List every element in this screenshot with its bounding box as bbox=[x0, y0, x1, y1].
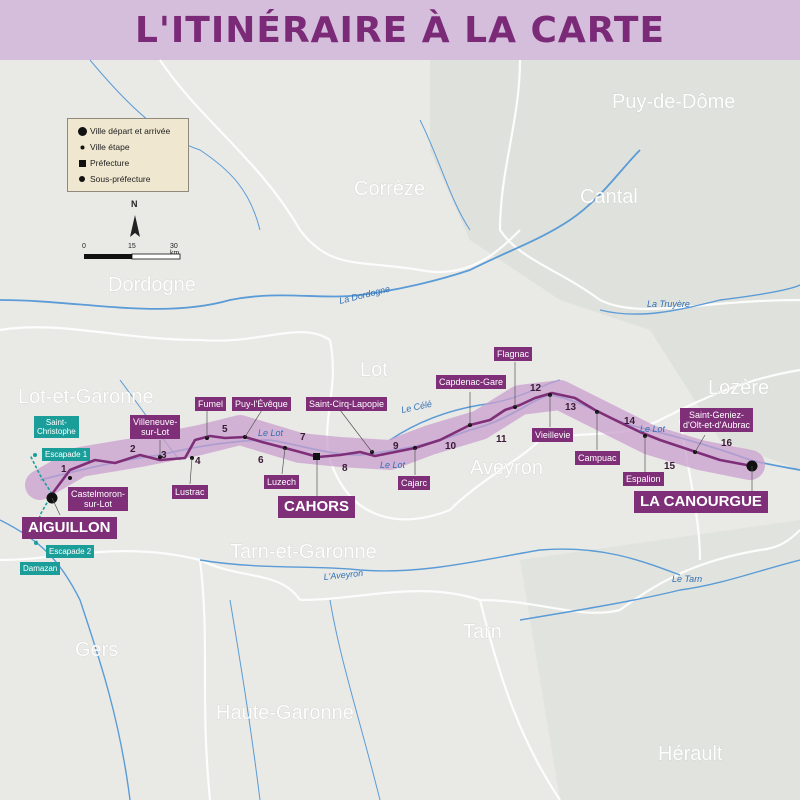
legend-label: Sous-préfecture bbox=[90, 174, 151, 184]
label-saint-geniez: Saint-Geniez- d'Olt-et-d'Aubrac bbox=[680, 408, 753, 432]
stage-number: 12 bbox=[530, 383, 542, 394]
river-label: L'Aveyron bbox=[323, 568, 363, 582]
route-corridor bbox=[25, 380, 765, 500]
legend-label: Ville départ et arrivée bbox=[90, 126, 171, 136]
square-icon bbox=[74, 159, 90, 167]
scale-graphic bbox=[84, 253, 181, 260]
region-label: Lozère bbox=[708, 377, 769, 399]
stage-number: 1 bbox=[61, 464, 67, 475]
legend-label: Ville étape bbox=[90, 142, 130, 152]
marker-castelmoron bbox=[68, 476, 72, 480]
stage-number: 8 bbox=[342, 463, 348, 474]
river-aveyron bbox=[199, 548, 681, 576]
scale-tick: 15 bbox=[128, 243, 136, 250]
legend-item: Ville étape bbox=[68, 139, 188, 155]
stage-number: 7 bbox=[300, 432, 306, 443]
label-saint-cirq: Saint-Cirq-Lapopie bbox=[306, 397, 388, 411]
medium-dot-icon bbox=[74, 176, 90, 182]
scale-tick: 30 km bbox=[170, 243, 180, 257]
region-label: Tarn bbox=[463, 621, 502, 643]
label-capdenac: Capdenac-Gare bbox=[436, 375, 507, 389]
legend-item: Préfecture bbox=[68, 155, 188, 171]
stage-numbers: 1 2 3 4 5 6 7 8 9 10 11 12 13 14 15 16 bbox=[61, 383, 733, 475]
label-saint-christophe: Saint- Christophe bbox=[34, 416, 79, 438]
label-campuac: Campuac bbox=[575, 451, 620, 465]
scale-tick: 0 bbox=[82, 243, 86, 250]
river-label: Le Lot bbox=[380, 460, 406, 470]
relief-south-east bbox=[520, 520, 800, 800]
region-label: Gers bbox=[75, 639, 118, 661]
label-castelmoron: Castelmoron- sur-Lot bbox=[68, 487, 129, 511]
stage-number: 5 bbox=[222, 424, 228, 435]
label-escapade-2: Escapade 2 bbox=[46, 545, 95, 558]
title-banner: L'ITINÉRAIRE À LA CARTE bbox=[0, 0, 800, 60]
marker-damazan bbox=[34, 541, 38, 545]
label-cajarc: Cajarc bbox=[398, 476, 431, 490]
region-label: Aveyron bbox=[470, 457, 543, 479]
stage-number: 16 bbox=[721, 438, 733, 449]
legend-item: Sous-préfecture bbox=[68, 171, 188, 187]
label-cahors: CAHORS bbox=[278, 496, 356, 518]
label-la-canourgue: LA CANOURGUE bbox=[634, 491, 768, 513]
stage-number: 3 bbox=[161, 450, 167, 461]
stage-number: 4 bbox=[195, 456, 201, 467]
river-tarn bbox=[519, 559, 800, 621]
small-dot-icon bbox=[74, 145, 90, 150]
region-label: Cantal bbox=[580, 186, 638, 208]
region-label: Dordogne bbox=[108, 274, 196, 296]
river-label: Le Tarn bbox=[672, 574, 702, 584]
label-espalion: Espalion bbox=[623, 472, 664, 486]
label-vieillevie: Vieillevie bbox=[532, 428, 574, 442]
label-aiguillon: AIGUILLON bbox=[22, 517, 117, 539]
region-label: Puy-de-Dôme bbox=[612, 91, 735, 113]
marker-saint-christophe bbox=[33, 453, 37, 457]
escapade-1-route bbox=[29, 454, 53, 495]
stage-number: 6 bbox=[258, 455, 264, 466]
river-label: La Truyère bbox=[647, 299, 690, 309]
region-label: Hérault bbox=[658, 743, 723, 765]
label-villeneuve: Villeneuve- sur-Lot bbox=[130, 415, 181, 439]
region-label: Haute-Garonne bbox=[216, 702, 354, 724]
label-luzech: Luzech bbox=[264, 475, 300, 489]
stage-number: 14 bbox=[624, 416, 636, 427]
region-label: Lot bbox=[360, 359, 388, 381]
stage-number: 2 bbox=[130, 444, 136, 455]
stage-number: 9 bbox=[393, 441, 399, 452]
label-lustrac: Lustrac bbox=[172, 485, 208, 499]
route-line bbox=[50, 391, 753, 495]
page-title: L'ITINÉRAIRE À LA CARTE bbox=[134, 9, 666, 51]
river-dordogne bbox=[0, 149, 641, 310]
legend-label: Préfecture bbox=[90, 158, 130, 168]
callout-lines bbox=[51, 362, 753, 516]
region-label: Lot-et-Garonne bbox=[18, 386, 154, 408]
marker-cahors bbox=[313, 453, 320, 460]
label-puy-leveque: Puy-l'Évêque bbox=[232, 397, 291, 411]
region-labels: Puy-de-Dôme Corrèze Cantal Dordogne Lot … bbox=[18, 91, 770, 766]
stage-number: 13 bbox=[565, 402, 577, 413]
department-boundaries bbox=[0, 59, 800, 800]
north-arrow-icon bbox=[130, 215, 140, 237]
region-label: Tarn-et-Garonne bbox=[230, 541, 377, 563]
label-damazan: Damazan bbox=[20, 562, 61, 575]
map-legend: Ville départ et arrivée Ville étape Préf… bbox=[67, 118, 189, 192]
legend-item: Ville départ et arrivée bbox=[68, 123, 188, 139]
large-dot-icon bbox=[74, 126, 90, 136]
label-escapade-1: Escapade 1 bbox=[42, 448, 91, 461]
north-label: N bbox=[131, 199, 138, 209]
stage-number: 10 bbox=[445, 441, 457, 452]
stage-number: 15 bbox=[664, 461, 676, 472]
stage-number: 11 bbox=[496, 434, 507, 445]
relief-massif-central bbox=[430, 60, 800, 470]
label-fumel: Fumel bbox=[195, 397, 227, 411]
region-label: Corrèze bbox=[354, 178, 425, 200]
label-flagnac: Flagnac bbox=[494, 347, 533, 361]
river-label: Le Lot bbox=[640, 424, 666, 434]
river-truyere bbox=[599, 284, 800, 315]
river-label: Le Lot bbox=[258, 428, 284, 438]
